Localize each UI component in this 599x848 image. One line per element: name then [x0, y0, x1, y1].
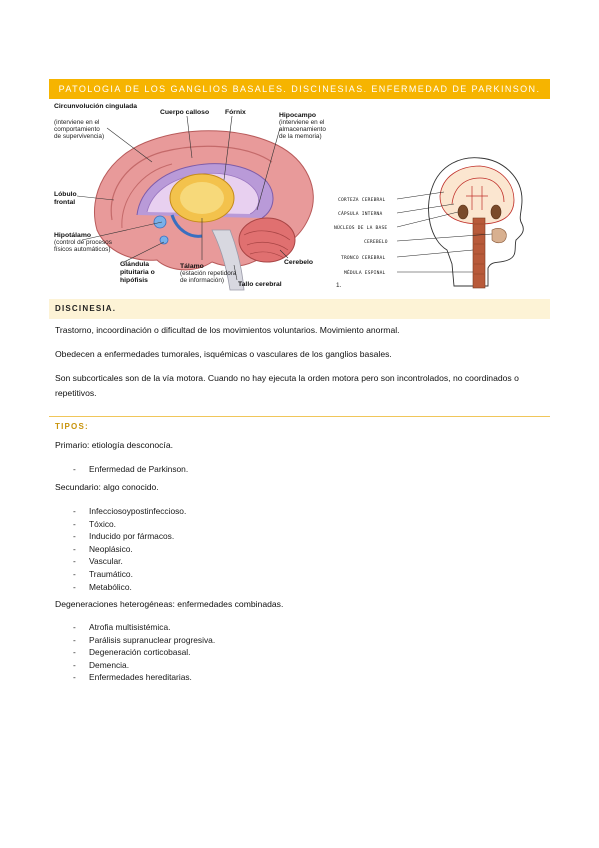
label-circunvolucion-desc-3: de supervivencia): [54, 133, 104, 140]
label-circunvolucion-desc-1: (interviene en el: [54, 119, 99, 126]
head-schematic: [428, 157, 524, 289]
list-item: Degeneración corticobasal.: [55, 646, 215, 659]
head-label-capsula: CÁPSULA INTERNA: [338, 210, 383, 217]
subheading-tipos: TIPOS:: [55, 422, 89, 431]
list-secundario: Infecciosoypostinfeccioso. Tóxico. Induc…: [55, 505, 186, 593]
head-label-medula: MÉDULA ESPINAL: [344, 268, 386, 276]
label-tallo-cerebral: Tallo cerebral: [238, 281, 282, 288]
brain-leader-lines: [76, 115, 289, 281]
label-frontal: frontal: [54, 199, 75, 206]
label-lobulo: Lóbulo: [54, 191, 77, 198]
page-title: PATOLOGIA DE LOS GANGLIOS BASALES. DISCI…: [49, 79, 550, 99]
brain-figure: Circunvolución cingulada (interviene en …: [52, 100, 548, 296]
list-primario: Enfermedad de Parkinson.: [55, 463, 188, 476]
label-glandula-1: Glándula: [120, 261, 149, 268]
brain-labels: Circunvolución cingulada (interviene en …: [54, 103, 326, 288]
tipo-secundario: Secundario: algo conocido.: [55, 482, 159, 492]
label-circunvolucion-desc-2: comportamiento: [54, 126, 100, 133]
head-label-corteza: CORTEZA CEREBRAL: [338, 197, 385, 203]
list-item: Traumático.: [55, 568, 186, 581]
paragraph-definicion: Trastorno, incoordinación o dificultad d…: [55, 325, 400, 335]
head-label-nucleos: NÚCLEOS DE LA BASE: [334, 224, 387, 231]
head-label-tronco: TRONCO CEREBRAL: [341, 255, 386, 261]
list-item: Vascular.: [55, 555, 186, 568]
list-item: Inducido por fármacos.: [55, 530, 186, 543]
label-hipotalamo-desc-1: (control de procesos: [54, 239, 112, 246]
list-item: Parálisis supranuclear progresiva.: [55, 634, 215, 647]
label-talamo: Tálamo: [180, 263, 204, 270]
paragraph-subcorticales: Son subcorticales son de la vía motora. …: [55, 373, 519, 398]
label-hipocampo-desc-3: de la memoria): [279, 133, 322, 140]
label-talamo-desc-1: (estación repetidora: [180, 270, 237, 277]
brain-illustration: Circunvolución cingulada (interviene en …: [54, 103, 524, 291]
label-cuerpo-calloso: Cuerpo calloso: [160, 109, 209, 116]
label-hipocampo-desc-1: (interviene en el: [279, 119, 324, 126]
label-glandula-3: hipófisis: [120, 277, 148, 284]
figure-number: 1.: [336, 282, 342, 289]
list-item: Enfermedad de Parkinson.: [55, 463, 188, 476]
paragraph-causas: Obedecen a enfermedades tumorales, isqué…: [55, 349, 392, 359]
label-fornix: Fórnix: [225, 109, 246, 116]
label-cerebelo: Cerebelo: [284, 259, 313, 266]
label-hipocampo-desc-2: almacenamiento: [279, 126, 326, 133]
tipo-primario: Primario: etiología desconocía.: [55, 440, 173, 450]
list-item: Tóxico.: [55, 518, 186, 531]
label-hipotalamo: Hipotálamo: [54, 232, 91, 239]
head-label-cerebelo: CEREBELO: [364, 239, 388, 245]
list-degeneraciones: Atrofia multisistémica. Parálisis supran…: [55, 621, 215, 684]
section-divider: [49, 416, 550, 417]
label-glandula-2: pituitaria o: [120, 269, 155, 276]
brain-sagittal-drawing: [93, 130, 314, 291]
list-item: Demencia.: [55, 659, 215, 672]
label-talamo-desc-2: de información): [180, 277, 224, 284]
list-item: Enfermedades hereditarias.: [55, 671, 215, 684]
section-heading-discinesia: DISCINESIA.: [49, 299, 550, 319]
head-leader-lines: [396, 191, 493, 273]
list-item: Atrofia multisistémica.: [55, 621, 215, 634]
list-item: Neoplásico.: [55, 543, 186, 556]
list-item: Infecciosoypostinfeccioso.: [55, 505, 186, 518]
tipo-degeneraciones: Degeneraciones heterogéneas: enfermedade…: [55, 599, 284, 609]
label-circunvolucion: Circunvolución cingulada: [54, 103, 137, 110]
label-hipocampo: Hipocampo: [279, 112, 316, 119]
label-hipotalamo-desc-2: físicos automáticos): [54, 246, 110, 253]
list-item: Metabólico.: [55, 581, 186, 594]
head-labels: CORTEZA CEREBRAL CÁPSULA INTERNA NÚCLEOS…: [334, 197, 388, 289]
